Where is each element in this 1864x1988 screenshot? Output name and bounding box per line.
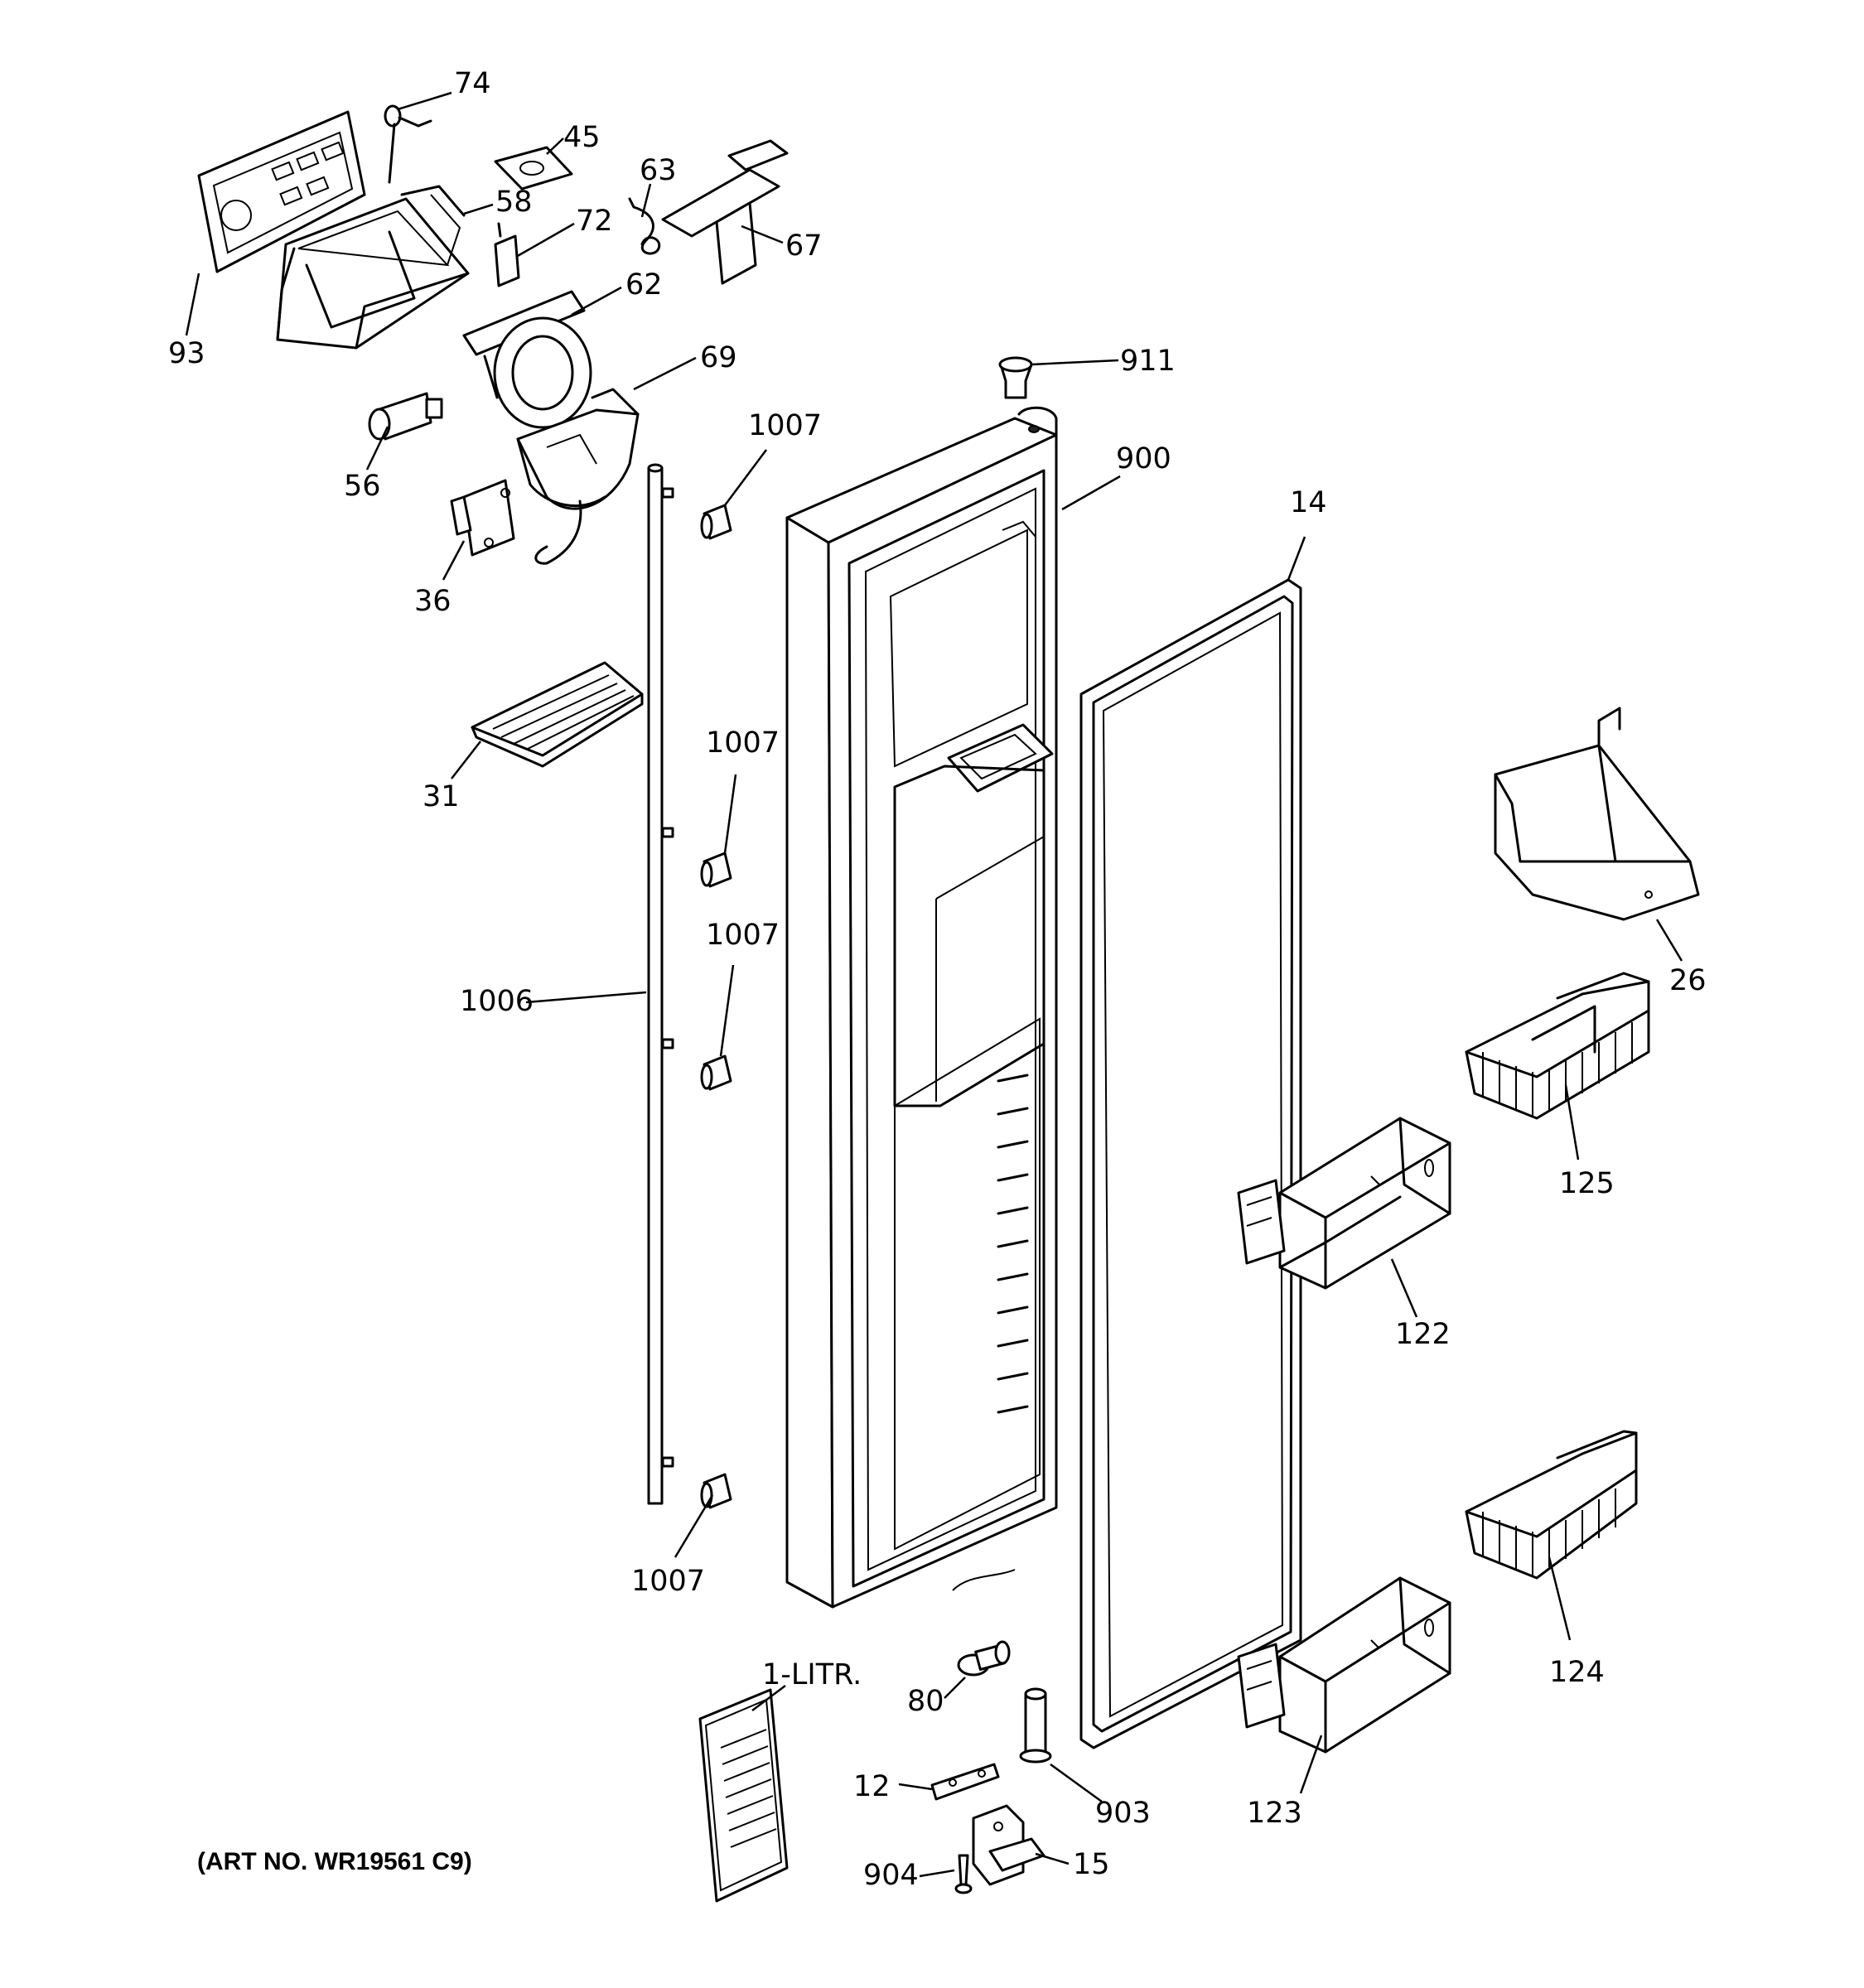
part-45-bracket bbox=[494, 146, 573, 191]
door-shelf-supports bbox=[997, 1074, 1029, 1414]
callout-67: 67 bbox=[785, 229, 823, 263]
part-14-gasket bbox=[1079, 578, 1302, 1749]
part-124-wire-basket bbox=[1465, 1430, 1638, 1580]
callout-14: 14 bbox=[1290, 486, 1327, 519]
callout-900: 900 bbox=[1116, 442, 1171, 475]
leader-lines bbox=[185, 91, 1683, 1878]
part-36-bracket bbox=[450, 479, 515, 557]
part-69-chute bbox=[516, 388, 640, 565]
part-125-wire-basket bbox=[1465, 972, 1650, 1120]
callout-36: 36 bbox=[414, 585, 452, 618]
callout-69: 69 bbox=[700, 341, 737, 374]
part-63-spring bbox=[628, 197, 661, 255]
callout-58: 58 bbox=[495, 186, 533, 219]
callout-1006: 1006 bbox=[460, 985, 534, 1018]
callout-1007-bottom: 1007 bbox=[631, 1565, 705, 1598]
part-15-hinge bbox=[972, 1804, 1045, 1886]
part-900-door bbox=[785, 406, 1058, 1609]
callout-72: 72 bbox=[576, 205, 613, 238]
callout-1-litr: 1-LITR. bbox=[762, 1658, 862, 1691]
callout-904: 904 bbox=[863, 1859, 919, 1892]
part-26-cover bbox=[1494, 707, 1700, 921]
part-67-actuator bbox=[661, 139, 789, 285]
callout-1007-top: 1007 bbox=[748, 409, 822, 442]
part-911-bushing bbox=[998, 356, 1033, 399]
part-122-door-bin bbox=[1237, 1117, 1451, 1290]
callout-903: 903 bbox=[1095, 1797, 1151, 1830]
callout-31: 31 bbox=[423, 780, 460, 813]
part-1007-bushings bbox=[700, 504, 732, 1509]
callout-74: 74 bbox=[454, 67, 491, 100]
callout-12: 12 bbox=[853, 1770, 891, 1803]
callout-1007-upper-mid: 1007 bbox=[706, 726, 780, 760]
callout-80: 80 bbox=[907, 1685, 944, 1718]
part-904-screw bbox=[954, 1854, 973, 1894]
callout-125: 125 bbox=[1559, 1167, 1615, 1200]
part-1006-handle-rod bbox=[647, 463, 674, 1505]
part-56-motor bbox=[368, 392, 443, 441]
callout-15: 15 bbox=[1073, 1848, 1110, 1881]
part-123-door-bin bbox=[1237, 1576, 1451, 1754]
part-31-drip-tray bbox=[471, 661, 644, 768]
callout-labels: 74 45 58 63 72 67 62 93 69 911 56 1007 9… bbox=[168, 67, 1707, 1892]
part-58-dispenser-housing bbox=[276, 185, 470, 350]
part-72-switch bbox=[494, 222, 520, 287]
callout-123: 123 bbox=[1247, 1797, 1302, 1830]
callout-122: 122 bbox=[1395, 1318, 1451, 1351]
callout-56: 56 bbox=[344, 470, 381, 503]
callout-63: 63 bbox=[640, 154, 677, 187]
part-80-fitting bbox=[957, 1640, 1011, 1677]
callout-911: 911 bbox=[1120, 345, 1176, 378]
art-number: (ART NO. WR19561 C9) bbox=[197, 1848, 472, 1875]
callout-45: 45 bbox=[563, 121, 601, 154]
part-74-spring bbox=[384, 104, 432, 184]
part-12-shim bbox=[930, 1763, 1000, 1801]
callout-1007-lower-mid: 1007 bbox=[706, 919, 780, 952]
part-62-ring bbox=[462, 290, 592, 429]
callout-93: 93 bbox=[168, 337, 205, 370]
part-literature-booklet bbox=[698, 1688, 789, 1903]
part-903-hinge-pin bbox=[1019, 1687, 1052, 1764]
callout-124: 124 bbox=[1549, 1656, 1605, 1689]
callout-62: 62 bbox=[625, 268, 663, 302]
callout-26: 26 bbox=[1669, 964, 1707, 997]
part-93-control-panel bbox=[197, 110, 366, 273]
